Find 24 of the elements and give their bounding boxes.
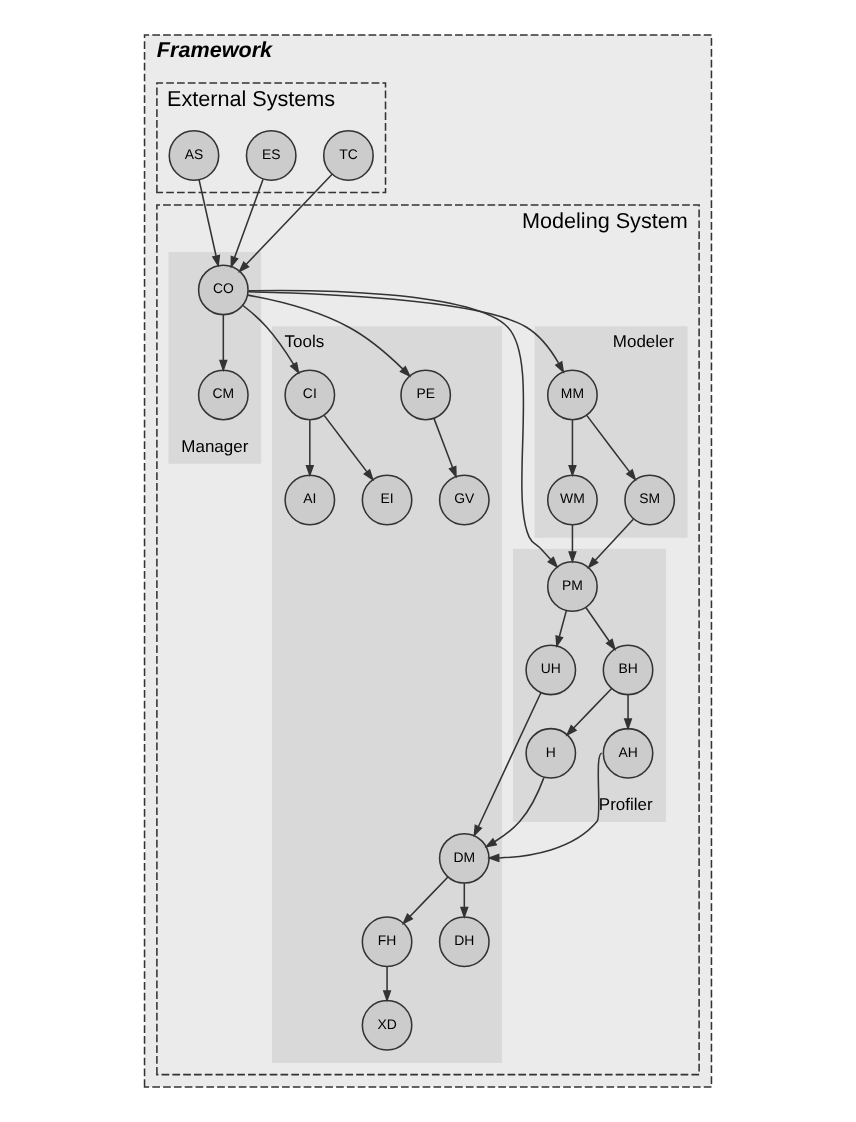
arrow: [305, 419, 315, 478]
arrow: [623, 693, 633, 731]
arrow: [484, 776, 545, 848]
arrow: [247, 291, 565, 374]
arrow: [586, 414, 637, 482]
arrow: [382, 965, 392, 1003]
arrow: [219, 314, 228, 373]
arrow: [401, 876, 449, 925]
arrow: [568, 524, 577, 564]
arrow: [459, 882, 469, 920]
arrow: [246, 294, 412, 378]
arrow: [323, 414, 374, 482]
arrow: [238, 173, 333, 273]
arrow: [473, 691, 542, 838]
arrow: [587, 518, 635, 569]
arrow: [198, 179, 221, 268]
arrow: [487, 752, 603, 863]
arrow: [585, 606, 617, 651]
arrow: [568, 419, 577, 478]
arrow: [433, 417, 457, 479]
arrow: [555, 610, 568, 649]
arrow: [247, 289, 559, 569]
arrow: [242, 304, 300, 375]
arrow: [565, 687, 613, 737]
